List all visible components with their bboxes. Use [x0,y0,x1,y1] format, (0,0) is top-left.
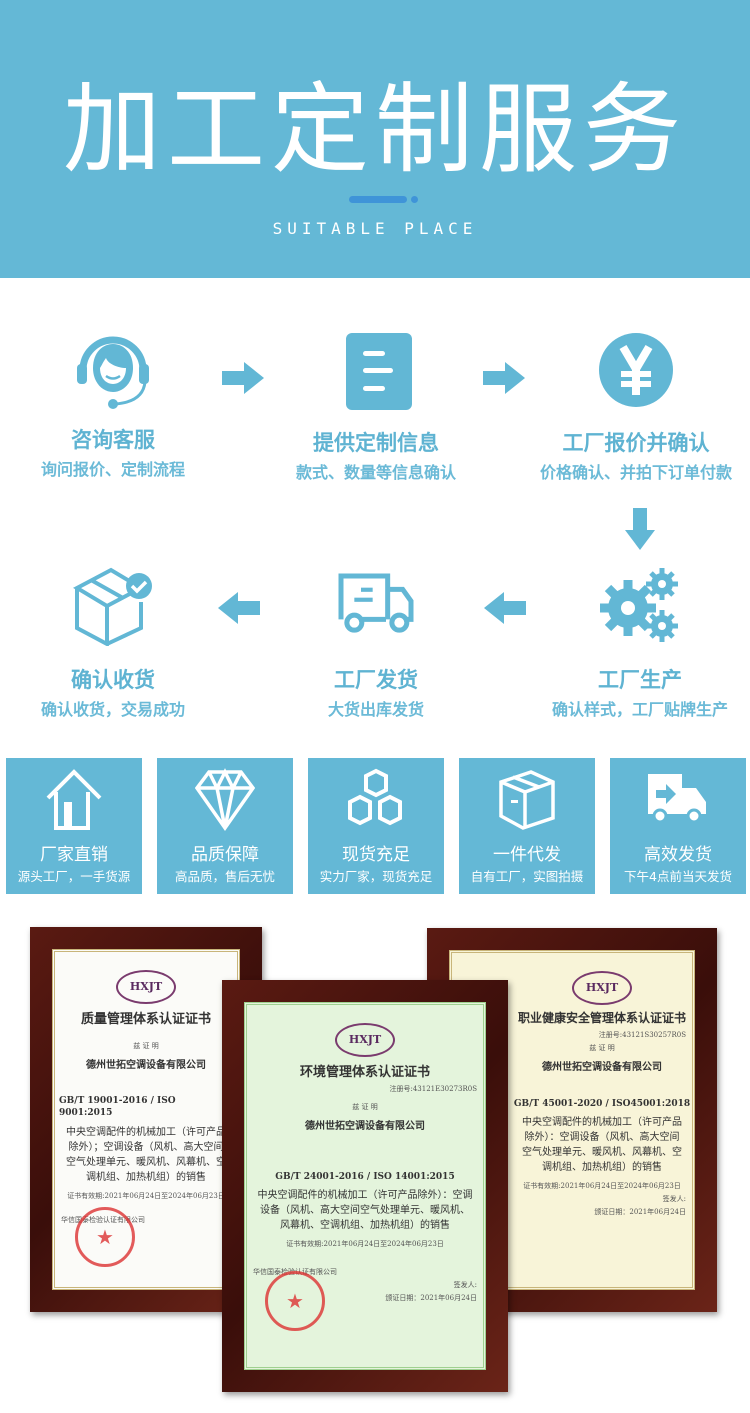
certificate-scope: 中央空调配件的机械加工（许可产品除外）：空调设备（风机、高大空间空气处理单元、暖… [257,1190,473,1231]
step-title: 咨询客服 [71,428,155,452]
certificate-scope: 中央空调配件的机械加工（许可产品除外）；空调设备（风机、高大空间空气处理单元、暖… [66,1127,226,1183]
step-title: 确认收货 [71,668,155,692]
yen-icon [599,333,673,407]
package-icon [499,770,555,830]
gears-icon [600,568,678,642]
diamond-icon [195,768,255,832]
certification-logo: HXJT [116,970,176,1004]
certificate-environment: HXJT 环境管理体系认证证书 注册号:43121E30273R0S 兹 证 明… [222,980,508,1392]
feature-title: 品质保障 [191,845,259,865]
red-seal-icon: ★ [265,1271,325,1331]
certificate-validity: 证书有效期:2021年06月24日至2024年06月23日 [523,1182,681,1190]
certification-logo: HXJT [335,1023,395,1057]
feature-fast-delivery: 高效发货 下午4点前当天发货 [610,758,746,894]
document-icon [346,333,412,410]
box-check-icon [73,567,152,646]
step-subtitle: 价格确认、并拍下订单付款 [539,463,732,482]
step-subtitle: 款式、数量等信息确认 [295,463,456,482]
arrow-right-icon [222,362,264,394]
certificate-title: 质量管理体系认证证书 [80,1012,211,1027]
step-title: 工厂生产 [598,668,682,692]
red-seal-icon: ★ [75,1207,135,1267]
page-subtitle: SUITABLE PLACE [272,219,478,238]
step-title: 提供定制信息 [313,431,439,455]
feature-factory-direct: 厂家直销 源头工厂，一手货源 [6,758,142,894]
certificate-company: 德州世拓空调设备有限公司 [86,1060,206,1071]
certificate-reg-no: 注册号:43121E30273R0S [389,1085,477,1093]
feature-title: 厂家直销 [40,845,108,865]
feature-dropship: 一件代发 自有工厂，实图拍摄 [459,758,595,894]
house-icon [46,769,102,830]
feature-stock: 现货充足 实力厂家，现货充足 [308,758,444,894]
step-subtitle: 确认收货，交易成功 [40,700,185,719]
certificate-label: 兹 证 明 [589,1044,615,1052]
certificate-signer: 签发人: [453,1281,477,1289]
certificate-paper: HXJT 环境管理体系认证证书 注册号:43121E30273R0S 兹 证 明… [244,1002,486,1370]
certificate-standard: GB/T 19001-2016 / ISO 9001:2015 [59,1096,176,1118]
decorative-bar [349,196,407,203]
arrow-left-icon [218,592,260,624]
step-title: 工厂报价并确认 [562,431,710,455]
step-subtitle: 大货出库发货 [327,700,424,719]
certificate-title: 环境管理体系认证证书 [299,1065,430,1080]
feature-subtitle: 自有工厂，实图拍摄 [470,869,584,884]
feature-subtitle: 实力厂家，现货充足 [319,869,433,884]
feature-subtitle: 源头工厂，一手货源 [17,869,131,884]
certificate-issue-date: 颁证日期：2021年06月24日 [385,1294,477,1302]
arrow-right-icon [483,362,525,394]
certificate-title: 职业健康安全管理体系认证证书 [517,1011,686,1025]
decorative-dot [411,196,418,203]
certificate-standard: GB/T 45001-2020 / ISO45001:2018 [513,1099,691,1109]
certificate-signer: 签发人: [662,1195,686,1203]
feature-title: 现货充足 [342,845,410,865]
step-subtitle: 确认样式，工厂贴牌生产 [551,700,728,719]
certificate-standard: GB/T 24001-2016 / ISO 14001:2015 [275,1172,455,1182]
certificate-company: 德州世拓空调设备有限公司 [542,1062,662,1073]
certificate-label: 兹 证 明 [133,1042,159,1050]
feature-subtitle: 高品质，售后无忧 [174,869,275,884]
feature-subtitle: 下午4点前当天发货 [624,869,732,884]
cubes-icon [348,768,402,826]
truck-icon [338,573,414,633]
headset-icon [77,336,149,409]
certificate-scope: 中央空调配件的机械加工（许可产品除外）：空调设备（风机、高大空间空气处理单元、暖… [522,1117,682,1173]
delivery-truck-icon [648,774,706,824]
arrow-down-icon [625,508,655,550]
page-title: 加工定制服务 [62,73,687,187]
certificate-paper: HXJT 质量管理体系认证证书 兹 证 明 德州世拓空调设备有限公司 GB/T … [52,949,240,1290]
feature-title: 一件代发 [493,845,561,865]
certificate-label: 兹 证 明 [352,1103,378,1111]
feature-quality: 品质保障 高品质，售后无忧 [157,758,293,894]
arrow-left-icon [484,592,526,624]
certificate-company: 德州世拓空调设备有限公司 [305,1121,425,1132]
certificate-reg-no: 注册号:43121S30257R0S [598,1031,686,1039]
step-title: 工厂发货 [334,668,418,692]
step-subtitle: 询问报价、定制流程 [40,460,185,479]
feature-title: 高效发货 [644,845,712,865]
certificate-issue-date: 颁证日期：2021年06月24日 [594,1208,686,1216]
certification-logo: HXJT [572,971,632,1005]
header-banner: 加工定制服务 SUITABLE PLACE [0,0,750,278]
certificate-validity: 证书有效期:2021年06月24日至2024年06月23日 [67,1192,225,1200]
certificate-validity: 证书有效期:2021年06月24日至2024年06月23日 [286,1240,444,1248]
